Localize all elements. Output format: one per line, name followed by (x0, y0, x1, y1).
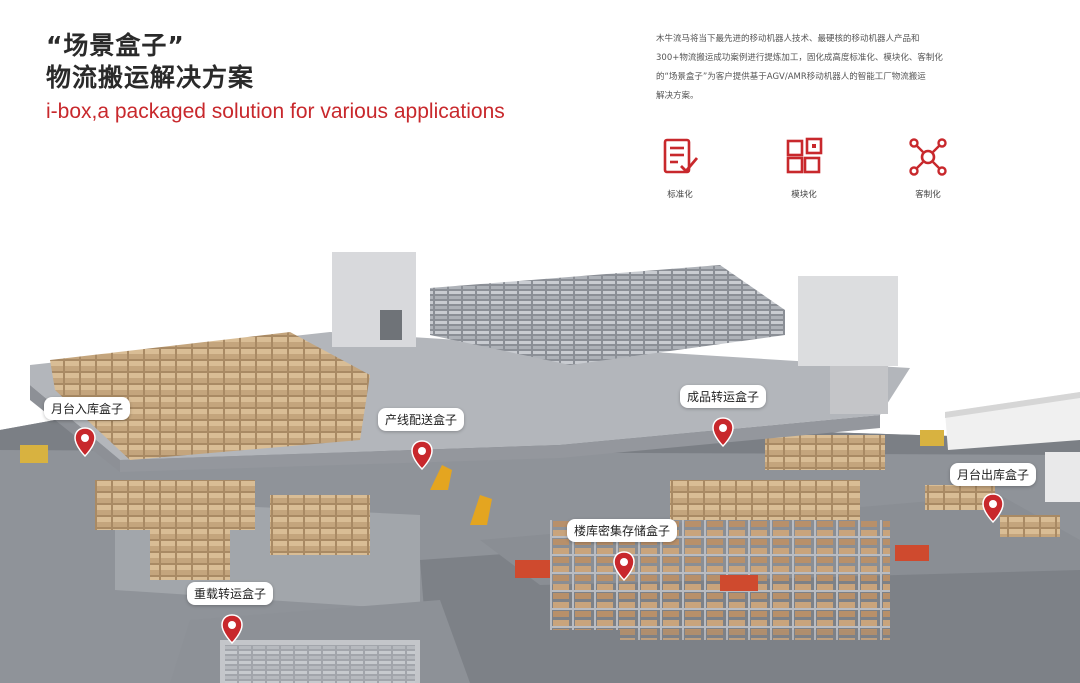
intro-line: 木牛流马将当下最先进的移动机器人技术、最硬核的移动机器人产品和 (656, 34, 920, 44)
intro-line: 的“场景盒子”为客户提供基于AGV/AMR移动机器人的智能工厂物流搬运 (656, 72, 926, 82)
intro-line: 300+物流搬运成功案例进行提炼加工，固化成高度标准化、模块化、客制化 (656, 53, 943, 63)
feature-standardized: 标准化 (640, 136, 720, 200)
intro-line: 解决方案。 (656, 91, 699, 101)
feature-customized: 客制化 (888, 136, 968, 200)
location-pin-icon (712, 417, 734, 447)
modules-icon (786, 137, 823, 174)
title-block: “场景盒子” 物流搬运解决方案 i-box,a packaged solutio… (46, 30, 505, 126)
network-nodes-icon (909, 138, 947, 176)
checklist-icon (663, 138, 699, 174)
pin-label: 重载转运盒子 (187, 582, 274, 605)
pin-label: 月台入库盒子 (44, 397, 131, 420)
feature-label: 标准化 (667, 190, 693, 200)
subtitle-english: i-box,a packaged solution for various ap… (46, 100, 505, 123)
pin-label: 成品转运盒子 (680, 385, 767, 408)
feature-label: 模块化 (791, 190, 817, 200)
location-pin-icon (411, 440, 433, 470)
pin-label: 产线配送盒子 (378, 408, 465, 431)
feature-icons: 标准化 模块化 客制化 (640, 136, 980, 206)
title-line-1: “场景盒子” (46, 31, 185, 60)
location-pin-icon (613, 551, 635, 581)
title-line-2: 物流搬运解决方案 (46, 63, 255, 92)
intro-paragraph: 木牛流马将当下最先进的移动机器人技术、最硬核的移动机器人产品和 300+物流搬运… (656, 30, 956, 106)
feature-modular: 模块化 (764, 136, 844, 200)
warehouse-illustration (0, 252, 1080, 683)
location-pin-icon (221, 614, 243, 644)
pin-label: 楼库密集存储盒子 (567, 519, 678, 542)
location-pin-icon (982, 493, 1004, 523)
feature-label: 客制化 (915, 190, 941, 200)
pin-label: 月台出库盒子 (950, 463, 1037, 486)
location-pin-icon (74, 427, 96, 457)
